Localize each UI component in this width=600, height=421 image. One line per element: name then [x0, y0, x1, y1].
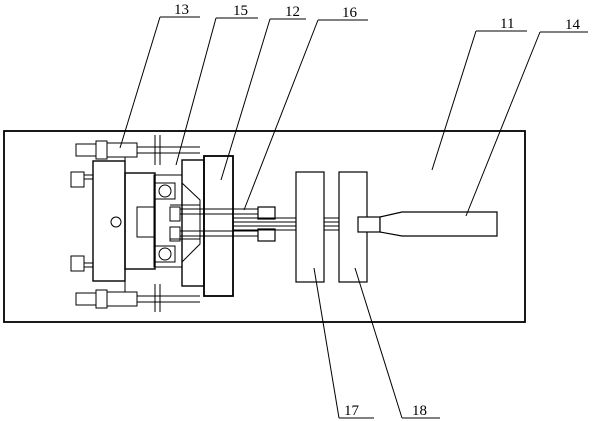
callout-11: 11 — [500, 16, 514, 32]
tie-bar-bottom — [75, 269, 200, 312]
base-plate — [3, 130, 526, 323]
actuator-cylinder — [357, 211, 498, 237]
ejector-rods — [180, 206, 276, 242]
callout-12: 12 — [285, 4, 300, 20]
block-17 — [295, 171, 325, 283]
callout-16: 16 — [342, 5, 358, 21]
callout-17: 17 — [344, 403, 360, 419]
leader-lines — [119, 16, 588, 419]
callout-15: 15 — [233, 3, 248, 19]
callout-18: 18 — [412, 403, 427, 419]
rear-clamp-assembly — [70, 160, 183, 282]
fixed-platen — [203, 155, 234, 297]
callout-14: 14 — [565, 17, 581, 33]
callout-13: 13 — [174, 2, 189, 18]
